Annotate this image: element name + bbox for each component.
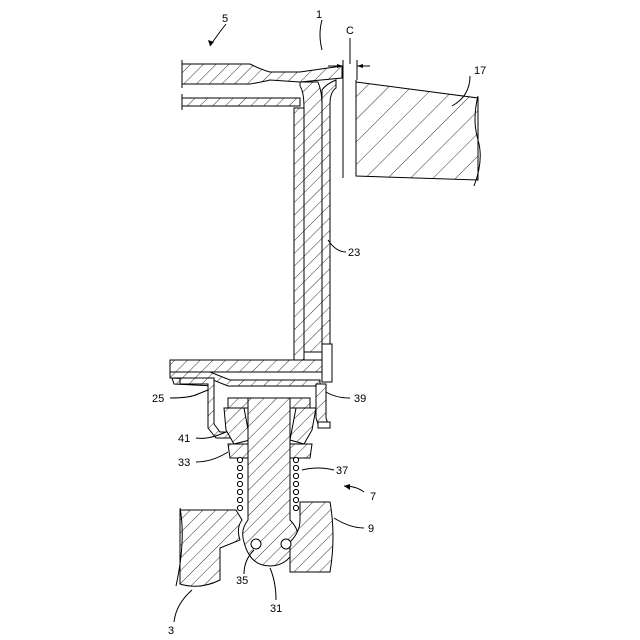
spring-coil	[293, 457, 298, 462]
label-39: 39	[354, 393, 366, 405]
label-31: 31	[270, 603, 282, 615]
spring-coil	[237, 481, 242, 486]
spring-coil	[293, 505, 298, 510]
label-c: C	[346, 25, 354, 37]
label-9: 9	[368, 523, 374, 535]
label-5: 5	[222, 13, 228, 25]
spring-coil	[237, 457, 242, 462]
spring-coil	[237, 505, 242, 510]
spring-coil	[237, 473, 242, 478]
label-41: 41	[178, 433, 190, 445]
spring-coil	[293, 489, 298, 494]
label-3: 3	[168, 625, 174, 637]
base-9	[290, 502, 333, 572]
label-35: 35	[236, 575, 248, 587]
label-23: 23	[348, 247, 360, 259]
bracket-23	[294, 80, 336, 360]
spring-coil	[237, 465, 242, 470]
label-25: 25	[152, 393, 164, 405]
clip-39	[316, 384, 330, 428]
spring-coil	[293, 473, 298, 478]
label-37: 37	[336, 465, 348, 477]
spring-coil	[237, 489, 242, 494]
base-3	[176, 508, 242, 586]
label-1: 1	[316, 9, 322, 21]
spring-coil	[293, 465, 298, 470]
label-7: 7	[370, 491, 376, 503]
label-33: 33	[178, 457, 190, 469]
spring-coil	[237, 497, 242, 502]
block-17	[356, 80, 480, 186]
spring-coil	[293, 497, 298, 502]
label-17: 17	[474, 65, 486, 77]
spring-coil	[293, 481, 298, 486]
